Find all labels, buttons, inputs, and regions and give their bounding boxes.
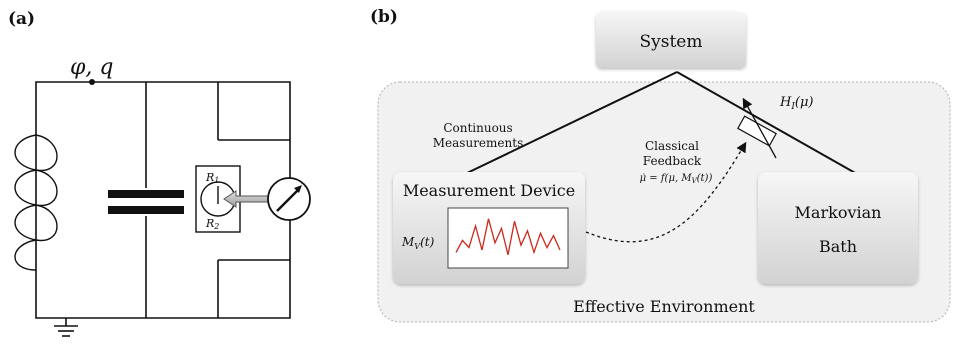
coupling-line-bath xyxy=(676,71,858,175)
mv-label: MV(t) xyxy=(401,235,435,251)
markovian-bath-line2: Bath xyxy=(819,237,857,256)
inductor-coil xyxy=(14,134,58,271)
feedback-equation: μ̇ = f(μ, MV(t)) xyxy=(640,173,713,185)
ground-symbol xyxy=(54,318,78,337)
coupling-line-measurement xyxy=(464,71,678,175)
signal-trace xyxy=(455,218,561,255)
markovian-bath-line1: Markovian xyxy=(795,203,882,222)
coupling-element xyxy=(737,115,777,147)
r1-label: R1 xyxy=(205,171,219,185)
panel-a-label: (a) xyxy=(8,9,35,29)
r2-label: R2 xyxy=(205,217,219,231)
panel-b: (b) Effective Environment System HI(μ) C… xyxy=(370,7,951,323)
effective-environment-label: Effective Environment xyxy=(573,297,755,316)
panel-a: (a) φ, q R1 R2 xyxy=(8,9,311,337)
continuous-label-line1: Continuous xyxy=(443,121,512,135)
continuous-label-line2: Measurements xyxy=(433,136,523,150)
node-dot xyxy=(89,79,95,85)
panel-b-label: (b) xyxy=(370,7,398,27)
system-box xyxy=(596,12,746,68)
node-label: φ, q xyxy=(70,55,113,80)
meter-needle xyxy=(276,188,300,212)
hi-label: HI(μ) xyxy=(779,95,814,112)
gray-arrow xyxy=(223,190,269,208)
system-label: System xyxy=(640,32,703,52)
feedback-label-line1: Classical xyxy=(645,139,699,153)
markovian-bath-box xyxy=(758,172,918,284)
feedback-label-line2: Feedback xyxy=(643,154,702,168)
measurement-device-label: Measurement Device xyxy=(403,181,575,200)
tunable-arrow xyxy=(742,97,777,159)
signal-plot-box xyxy=(447,207,569,269)
